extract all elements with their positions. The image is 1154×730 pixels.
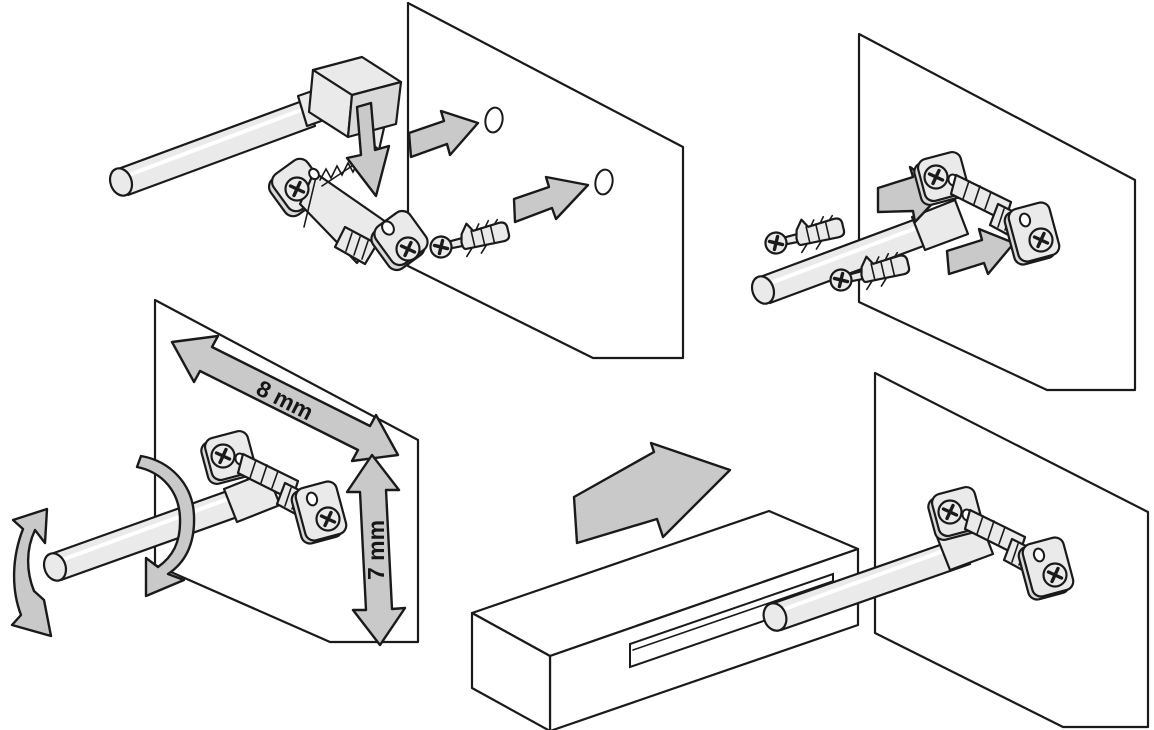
vertical-adjust-double-arrow-icon — [345, 453, 407, 647]
arrow-screw-lower-icon — [945, 227, 1016, 276]
rotation-arrow-icon — [135, 454, 196, 598]
screw-icon — [283, 175, 311, 203]
wall-panel — [406, 1, 685, 360]
screw-icon — [394, 235, 422, 263]
drill-hole — [484, 106, 504, 134]
horizontal-adjust-double-arrow-icon — [170, 334, 400, 463]
arrow-down-assembly-icon — [345, 101, 391, 198]
vertical-play-label: 7 mm — [363, 520, 389, 580]
panel-step-1 — [108, 1, 685, 360]
support-rod — [750, 198, 970, 305]
panel-step-2 — [750, 32, 1137, 392]
pivot-double-arrow-icon — [10, 507, 53, 638]
drill-hole — [594, 168, 614, 196]
arrow-slide-shelf-icon — [572, 441, 732, 545]
shelf-board — [470, 509, 860, 730]
arrow-to-upper-hole-icon — [407, 109, 480, 159]
panel-step-4 — [470, 371, 1150, 730]
rod-mounting-block — [307, 55, 403, 152]
panel-step-3: 8 mm 7 mm — [10, 298, 420, 647]
bracket-open — [267, 157, 429, 272]
arrow-to-lower-hole-icon — [512, 175, 590, 224]
